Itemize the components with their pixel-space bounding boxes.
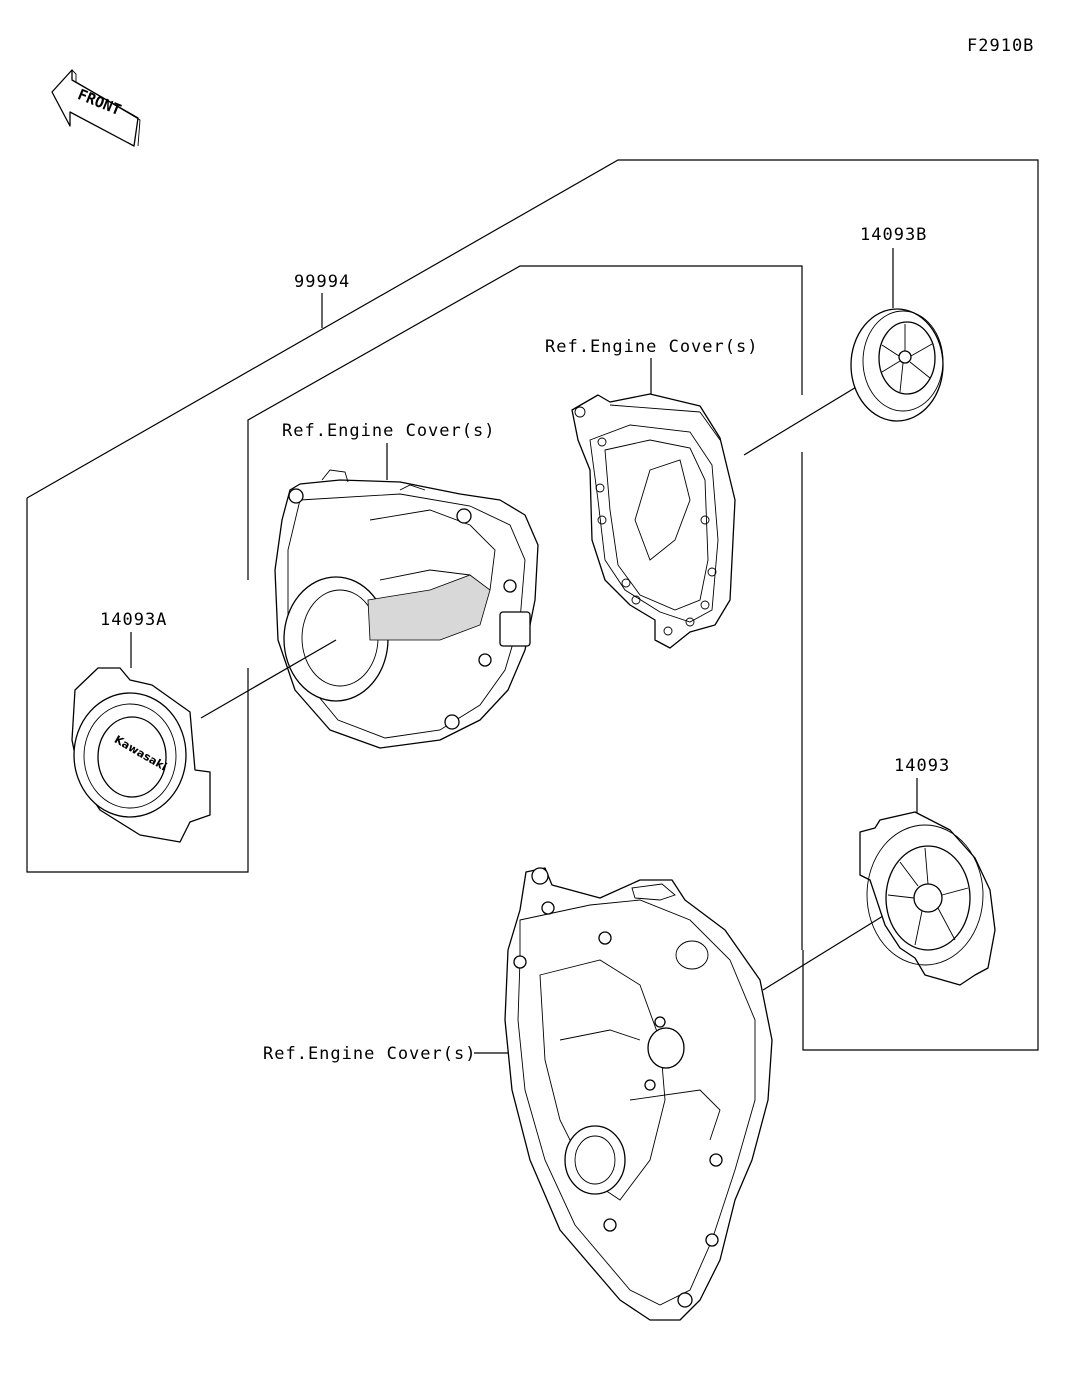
ref-engine-cover-bottom-label: Ref.Engine Cover(s)	[263, 1044, 476, 1064]
engine-cover-top-part	[571, 393, 736, 649]
figure-code: F2910B	[967, 36, 1034, 56]
callout-14093: 14093	[894, 756, 950, 776]
callout-14093a: 14093A	[100, 610, 167, 630]
ref-engine-cover-mid-label: Ref.Engine Cover(s)	[282, 421, 495, 441]
callout-14093b: 14093B	[860, 225, 927, 245]
callout-99994: 99994	[294, 272, 350, 292]
front-arrow-icon: FRONT	[51, 69, 141, 147]
kit-bracket-inner	[247, 265, 803, 580]
cover-14093b-part	[850, 308, 944, 422]
engine-cover-bottom-part	[504, 867, 773, 1321]
engine-cover-mid-part	[274, 469, 539, 749]
cover-14093-part	[859, 811, 996, 986]
ref-engine-cover-top-label: Ref.Engine Cover(s)	[545, 337, 758, 357]
cover-14093a-part: Kawasaki	[71, 667, 211, 843]
kit-bracket-outer	[26, 498, 249, 873]
